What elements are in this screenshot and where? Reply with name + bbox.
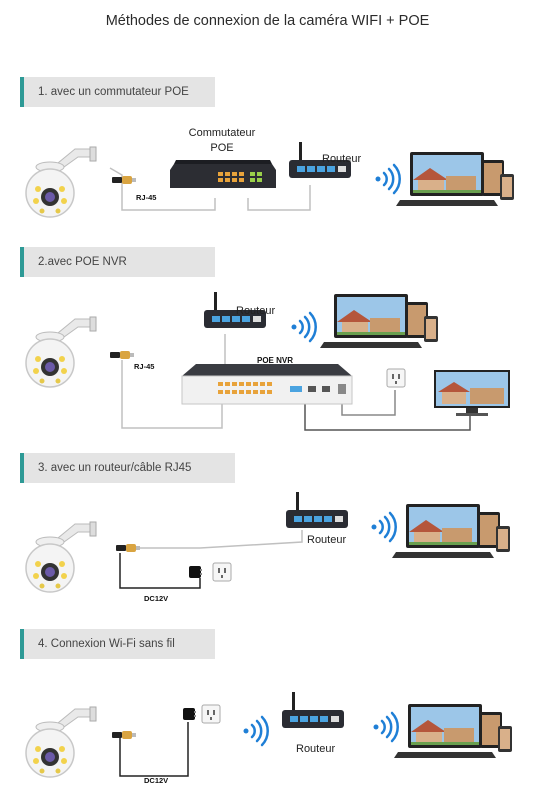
wifi-icon xyxy=(371,511,397,543)
router-label: Routeur xyxy=(322,153,362,165)
router-label: Routeur xyxy=(236,305,276,317)
section-heading-3: 3. avec un routeur/câble RJ45 xyxy=(20,453,235,483)
wifi-icon xyxy=(375,163,401,195)
wifi-icon xyxy=(291,311,317,343)
router-label: Routeur xyxy=(307,534,347,546)
laptop-tablet-phone-icon xyxy=(394,702,514,762)
nvr-label: POE NVR xyxy=(257,356,294,365)
wifi-icon xyxy=(243,715,269,747)
cable-label: RJ-45 xyxy=(136,193,157,202)
router-icon xyxy=(278,692,348,732)
switch-label: Commutateur POE xyxy=(172,126,272,156)
poe-nvr-icon xyxy=(181,364,353,405)
power-outlet-icon xyxy=(201,704,221,724)
rj45-connector-icon xyxy=(112,730,136,740)
section-heading-4: 4. Connexion Wi-Fi sans fil xyxy=(20,629,215,659)
router-label: Routeur xyxy=(296,743,336,755)
section-heading-1: 1. avec un commutateur POE xyxy=(20,77,215,107)
section-heading-2: 2.avec POE NVR xyxy=(20,247,215,277)
cable-label: RJ-45 xyxy=(134,362,155,371)
wifi-icon xyxy=(373,711,399,743)
poe-switch-icon xyxy=(170,160,276,188)
power-label: DC12V xyxy=(144,594,169,603)
switch-label-line1: Commutateur xyxy=(188,127,256,139)
ptz-camera-icon xyxy=(20,705,100,785)
power-label: DC12V xyxy=(144,776,169,785)
switch-label-line2: POE xyxy=(210,142,234,154)
power-adapter-icon xyxy=(182,706,196,722)
page-title: Méthodes de connexion de la caméra WIFI … xyxy=(105,13,430,29)
